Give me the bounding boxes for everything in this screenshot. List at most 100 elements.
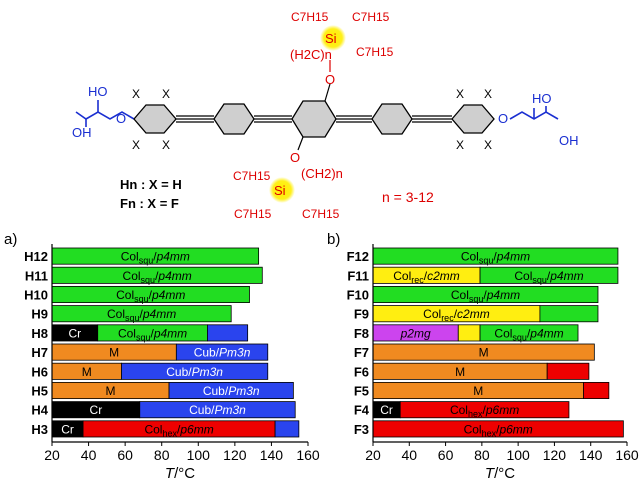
top-si-highlight	[320, 25, 346, 51]
bar-segment-label: Colsqu/p4mm	[494, 326, 563, 342]
top-ether-oxygen: O	[325, 72, 335, 87]
x-substituent-7: X	[456, 138, 464, 152]
right-ho-label: HO	[532, 91, 552, 106]
x-tick-label: 60	[438, 447, 454, 463]
category-label: F10	[347, 288, 369, 303]
category-label: F5	[354, 384, 369, 399]
bar-segment-label: Cub/Pm3n	[194, 346, 251, 360]
bottom-c7h15-upper: C7H15	[233, 169, 271, 183]
n-range-label: n = 3-12	[382, 189, 434, 205]
bar-segment-label: M	[479, 346, 489, 360]
x-tick-label: 60	[117, 447, 133, 463]
left-aryl-ring	[133, 104, 177, 134]
x-tick-label: 80	[474, 447, 490, 463]
bar-segment-cub	[168, 381, 294, 399]
top-c7h15-left: C7H15	[291, 10, 329, 24]
bar-segment-label: Colrec/c2mm	[393, 269, 460, 285]
molecule-structure: HO OH O X X X X O (H2C)n Si C7H1	[72, 10, 579, 221]
category-label: H11	[25, 268, 48, 283]
bar-segment-label: Colsqu/p4mm	[107, 307, 176, 323]
category-label: H10	[24, 288, 48, 303]
x-substituent-2: X	[162, 87, 170, 101]
category-label: F9	[354, 307, 369, 322]
bar-segment-col-hex	[546, 362, 590, 380]
category-label: H5	[31, 384, 48, 399]
left-oh-label: OH	[72, 125, 92, 140]
bar-segment-label: Colsqu/p4mm	[451, 288, 520, 304]
bar-segment-label: M	[455, 365, 465, 379]
bar-segment-label: Cr	[380, 403, 393, 417]
bar-segment-label: M	[82, 365, 92, 379]
bar-segment-cub	[274, 420, 300, 438]
top-chain-label: (H2C)n	[290, 47, 332, 62]
bar-segment-label: M	[109, 346, 119, 360]
bar-segment-label: Colrec/c2mm	[423, 307, 490, 323]
x-tick-label: 40	[81, 447, 97, 463]
category-label: H12	[24, 249, 48, 264]
panel-label: a)	[4, 231, 17, 248]
x-tick-label: 20	[44, 447, 60, 463]
bar-segment-label: Cr	[90, 403, 103, 417]
central-core-ring	[291, 100, 337, 138]
bottom-si-highlight	[269, 177, 295, 203]
category-label: H7	[31, 345, 48, 360]
x-substituent-6: X	[484, 87, 492, 101]
bar-segment-label: Cr	[61, 422, 74, 436]
bar-segment-label: Colhex/p6mm	[450, 403, 519, 419]
bar-segment-col-squ	[479, 266, 619, 284]
x-tick-label: 120	[543, 447, 567, 463]
left-ether-oxygen: O	[116, 111, 126, 126]
x-tick-label: 20	[365, 447, 381, 463]
bar-segment-label: Colsqu/p4mm	[116, 288, 185, 304]
bar-segment-col-rec	[457, 324, 481, 342]
bar-segment-cub	[121, 362, 269, 380]
left-ho-label: HO	[88, 84, 108, 99]
bar-segment-label: Colsqu/p4mm	[118, 326, 187, 342]
bar-segment-col-hex	[583, 381, 610, 399]
bar-segment-label: Colsqu/p4mm	[514, 269, 583, 285]
right-oh-label: OH	[559, 133, 579, 148]
alkyne-3	[336, 115, 372, 123]
category-label: F3	[354, 422, 369, 437]
bar-segment-label: Colsqu/p4mm	[461, 250, 530, 266]
category-label: H9	[31, 307, 48, 322]
bar-segment-cub	[175, 343, 269, 361]
x-substituent-1: X	[132, 87, 140, 101]
category-label: F7	[354, 345, 369, 360]
x-substituent-8: X	[484, 138, 492, 152]
category-label: H3	[31, 422, 48, 437]
left-diol-group	[75, 100, 135, 127]
category-label: H4	[31, 403, 48, 418]
bar-segment-col-hex	[399, 401, 570, 419]
alkyne-2	[254, 115, 292, 123]
category-label: F11	[347, 268, 369, 283]
bar-segment-label: Colhex/p6mm	[144, 422, 213, 438]
bar-segment-col-squ	[539, 305, 599, 323]
right-aryl-ring	[451, 104, 495, 134]
phenylene-ring-1	[213, 103, 255, 135]
panel-label: b)	[327, 231, 340, 248]
top-c7h15-right: C7H15	[352, 10, 390, 24]
bar-segment-label: Cub/Pm3n	[203, 384, 260, 398]
bottom-c7h15-right: C7H15	[302, 207, 340, 221]
right-diol-group	[509, 106, 559, 120]
bar-segment-label: Colhex/p6mm	[464, 422, 533, 438]
bottom-c7h15-left: C7H15	[234, 207, 272, 221]
right-ether-oxygen: O	[498, 111, 508, 126]
x-tick-label: 140	[579, 447, 603, 463]
bottom-ether-oxygen: O	[290, 150, 300, 165]
category-label: F4	[354, 403, 370, 418]
x-substituent-4: X	[162, 138, 170, 152]
x-tick-label: 100	[506, 447, 530, 463]
legend-h-series: Hn : X = H	[120, 177, 182, 192]
bar-segment-label: Cr	[69, 326, 82, 340]
x-axis-title: T/°C	[165, 465, 195, 482]
category-label: H8	[31, 326, 48, 341]
x-substituent-5: X	[456, 87, 464, 101]
x-tick-label: 140	[260, 447, 284, 463]
bar-segment-label: Colsqu/p4mm	[121, 250, 190, 266]
category-label: F12	[347, 249, 369, 264]
x-tick-label: 40	[401, 447, 417, 463]
category-label: H6	[31, 364, 48, 379]
